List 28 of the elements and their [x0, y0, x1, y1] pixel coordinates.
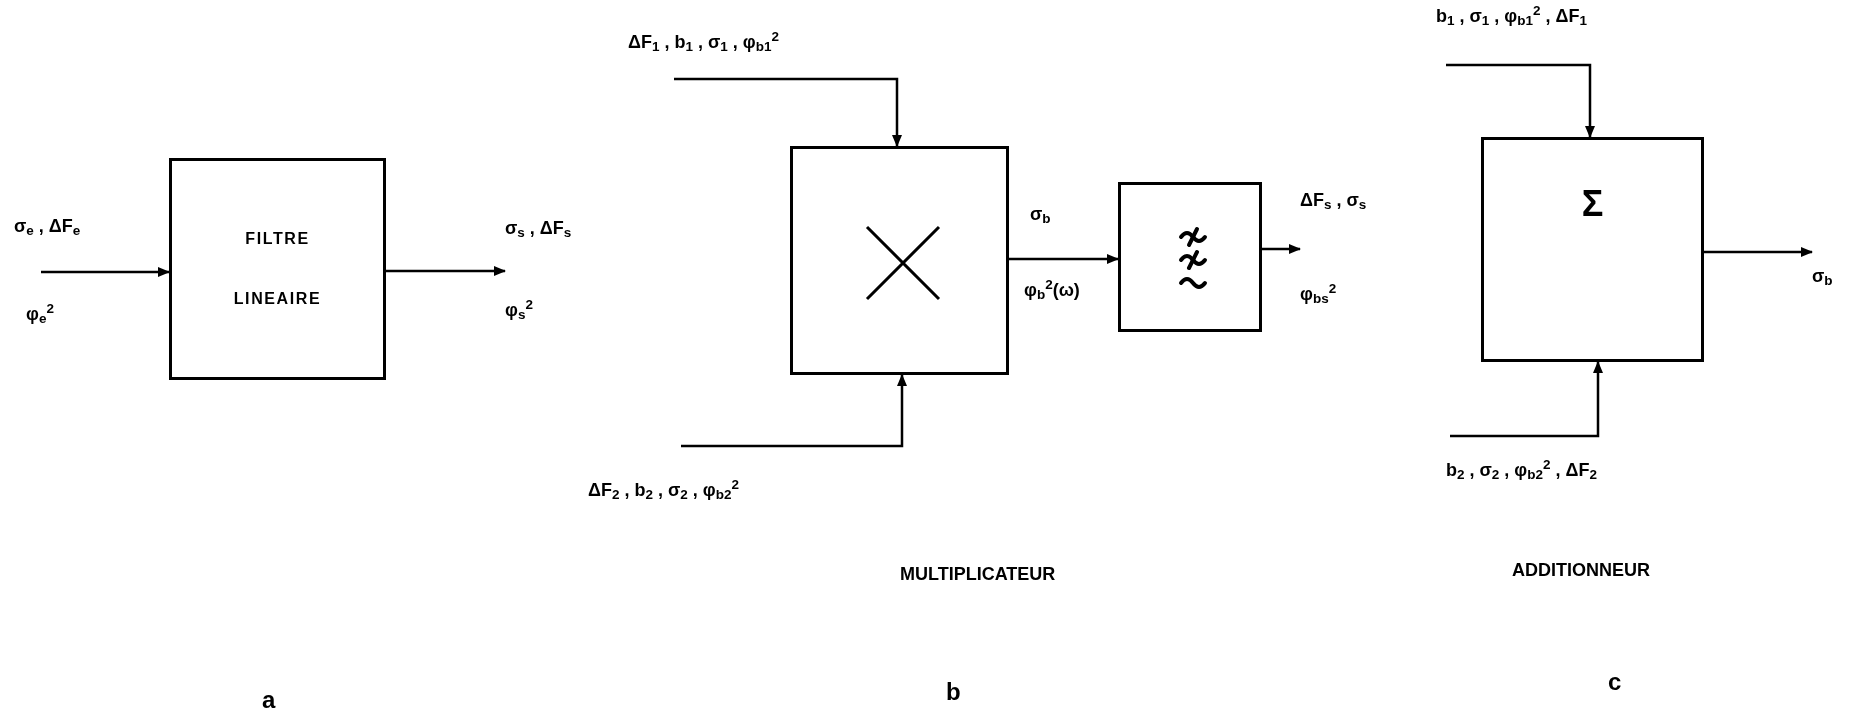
arrow	[1450, 361, 1603, 438]
sum-symbol: Σ	[1581, 184, 1604, 224]
arrow	[1446, 63, 1595, 138]
multiplier-block	[790, 146, 1009, 375]
signal-label: σ$_{s}$ , ΔF$_{s}$	[505, 217, 572, 242]
panel-letter: c	[1608, 667, 1622, 697]
signal-label: σ$_{b}$	[1030, 203, 1051, 228]
arrow	[681, 374, 907, 448]
panel-letter: b	[946, 677, 961, 707]
filter-block	[169, 158, 386, 380]
signal-label: b$_{1}$ , σ$_{1}$ , φ$_{b1}$$^{2}$ , ΔF$_{1}$	[1436, 2, 1587, 30]
signal-label: MULTIPLICATEUR	[900, 563, 1056, 586]
summer-block	[1481, 137, 1704, 362]
arrow	[1704, 247, 1813, 257]
signal-label: ΔF$_{s}$ , σ$_{s}$	[1300, 189, 1367, 214]
signal-label: ADDITIONNEUR	[1512, 559, 1650, 582]
arrow	[41, 267, 170, 277]
panel-letter: a	[262, 685, 276, 715]
box-label: FILTRE LINEAIRE	[232, 229, 323, 309]
signal-label: φ$_{b}$$^{2}$(ω)	[1024, 276, 1080, 304]
arrow	[1009, 254, 1119, 264]
filter-block	[1118, 182, 1262, 332]
signal-label: σ$_{b}$	[1812, 265, 1833, 290]
arrow	[386, 266, 506, 276]
signal-label: b$_{2}$ , σ$_{2}$ , φ$_{b2}$$^{2}$ , ΔF$_{2}$	[1446, 456, 1597, 484]
signal-label: σ$_{e}$ , ΔF$_{e}$	[14, 215, 81, 240]
arrow	[674, 77, 902, 147]
arrow	[1262, 244, 1301, 254]
